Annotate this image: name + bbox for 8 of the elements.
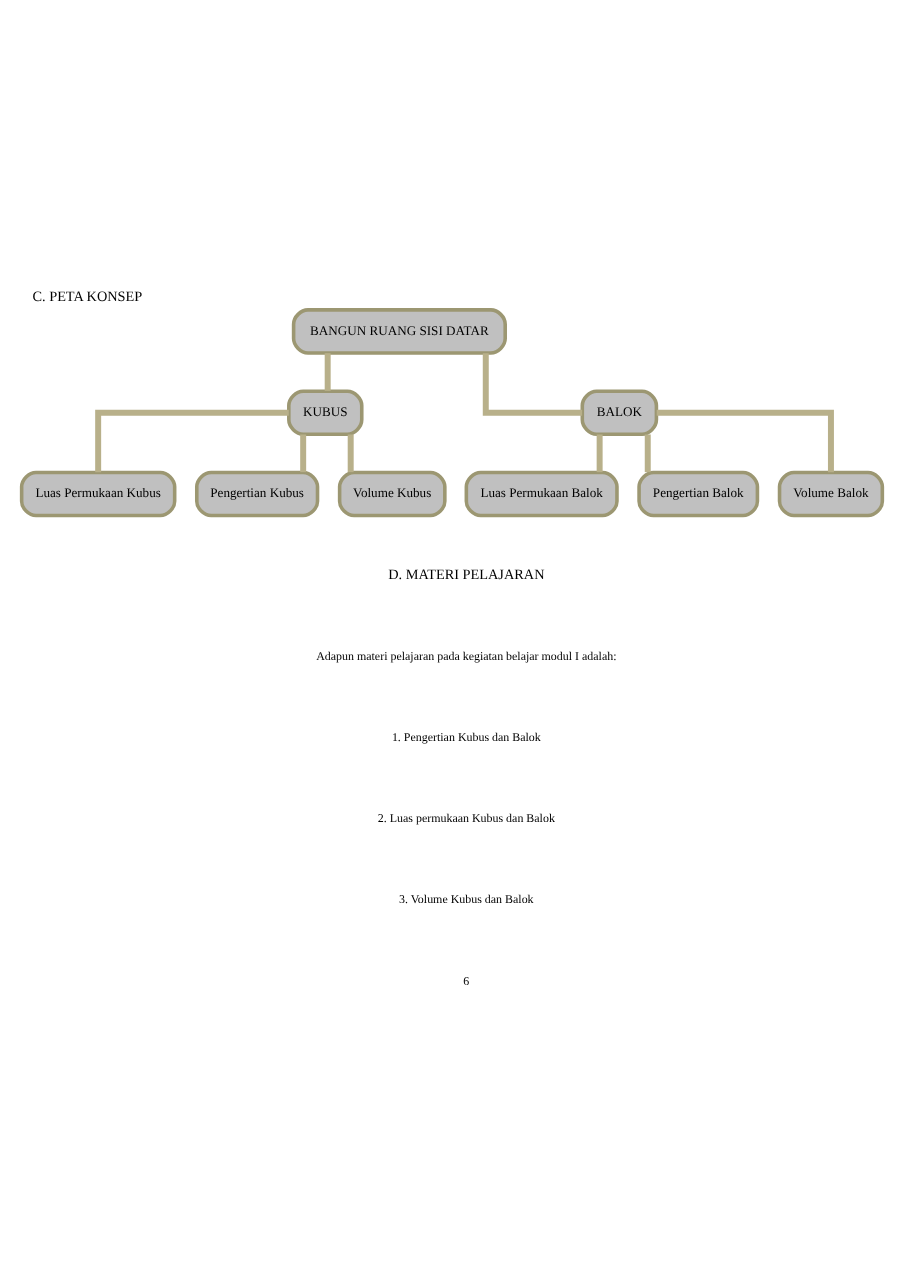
connector bbox=[596, 433, 603, 472]
connector bbox=[644, 433, 651, 472]
connector bbox=[656, 408, 834, 472]
connector bbox=[300, 433, 307, 472]
connector bbox=[95, 408, 289, 472]
connector bbox=[347, 433, 354, 472]
connector bbox=[324, 352, 331, 390]
connector bbox=[482, 352, 583, 415]
